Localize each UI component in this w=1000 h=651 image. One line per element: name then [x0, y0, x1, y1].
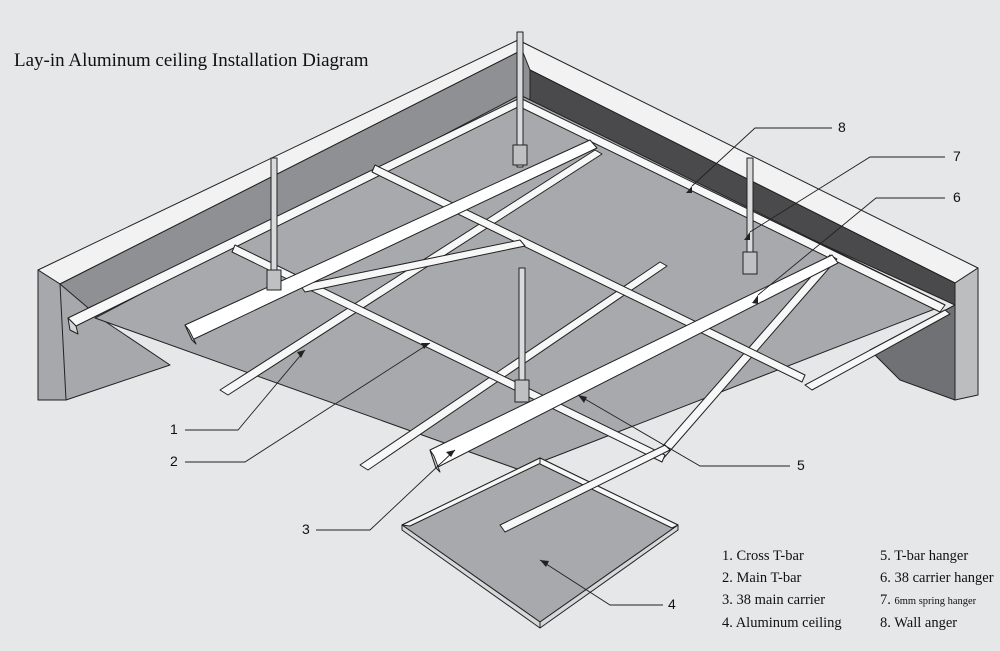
callout-3: 3 [302, 521, 310, 537]
callout-6: 6 [953, 189, 961, 205]
legend-number: 4. [722, 615, 733, 631]
legend-label: Cross T-bar [736, 548, 804, 564]
callout-1: 1 [170, 421, 178, 437]
hanger-clips [266, 144, 758, 403]
legend-label: Wall anger [894, 615, 958, 631]
cross-t-bars [219, 149, 951, 471]
callout-4: 4 [668, 596, 676, 612]
loose-t-bar [499, 444, 671, 533]
legend-item-2: 2. Main T-bar [722, 570, 801, 587]
legend-number: 1. [722, 548, 733, 564]
legend-item-5: 5. T-bar hanger [880, 548, 968, 565]
legend-item-3: 3. 38 main carrier [722, 592, 825, 609]
legend-label: T-bar hanger [894, 548, 969, 564]
legend-number: 5. [880, 548, 891, 564]
legend-item-7: 7. 6mm spring hanger [880, 592, 976, 609]
legend-label: Main T-bar [736, 570, 802, 586]
legend-item-1: 1. Cross T-bar [722, 548, 804, 565]
main-carriers [184, 139, 839, 473]
legend-number: 2. [722, 570, 733, 586]
callout-8: 8 [838, 119, 846, 135]
callout-5: 5 [797, 457, 805, 473]
legend-label: Aluminum ceiling [735, 615, 842, 631]
legend-number: 8. [880, 615, 891, 631]
legend-item-6: 6. 38 carrier hanger [880, 570, 994, 587]
leader-lines [185, 127, 945, 606]
legend-number: 7. [880, 592, 891, 608]
legend-label: 38 carrier hanger [894, 570, 994, 586]
callout-2: 2 [170, 453, 178, 469]
wall-angle-trims [67, 97, 946, 335]
loose-aluminum-panel [401, 457, 679, 629]
page-title: Lay-in Aluminum ceiling Installation Dia… [14, 50, 369, 71]
legend-item-4: 4. Aluminum ceiling [722, 615, 842, 632]
legend-number: 6. [880, 570, 891, 586]
legend-label: 38 main carrier [736, 592, 826, 608]
leader-arrowheads [297, 186, 758, 567]
legend-item-8: 8. Wall anger [880, 615, 957, 632]
legend: 1. Cross T-bar 2. Main T-bar 3. 38 main … [722, 548, 998, 638]
callout-7: 7 [953, 148, 961, 164]
legend-label: 6mm spring hanger [894, 596, 977, 607]
legend-number: 3. [722, 592, 733, 608]
